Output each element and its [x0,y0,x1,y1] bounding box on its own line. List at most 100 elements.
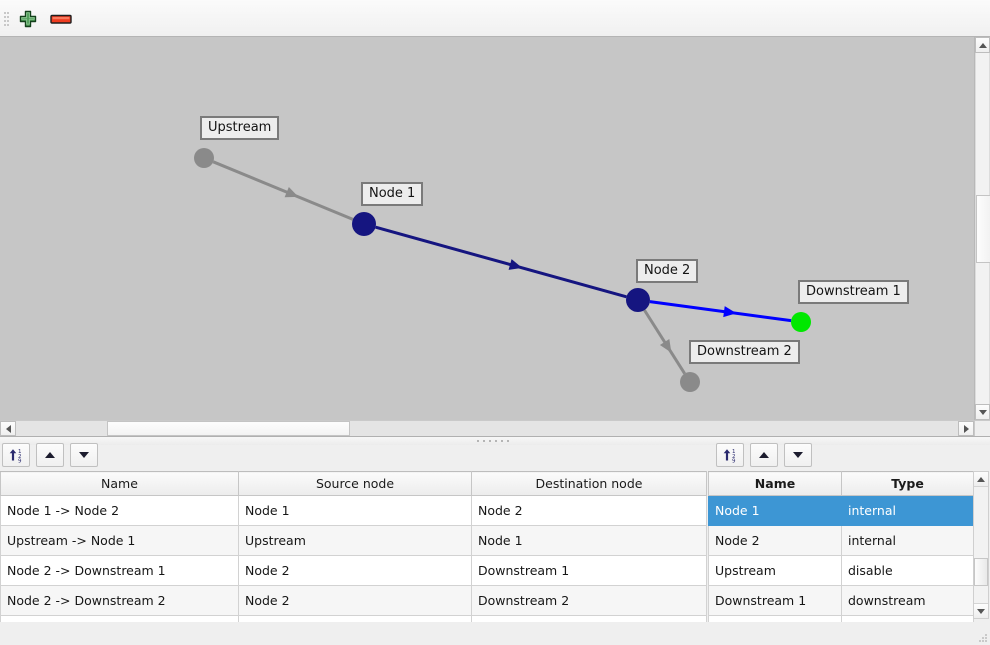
edges-table-column-header-1[interactable]: Source node [238,471,472,496]
nodes-table-cell-0[interactable]: Node 2 [708,525,842,556]
arrowhead-icon-upstream-node1 [284,186,299,198]
arrowhead-icon-node1-node2 [508,259,523,270]
horizontal-splitter[interactable] [0,437,990,445]
red-minus-icon [50,14,72,24]
canvas-vertical-scrollbar[interactable] [974,37,990,420]
resize-grip[interactable] [979,634,988,643]
edges-table-column-header-0[interactable]: Name [0,471,239,496]
nodes-scroll-down-button[interactable] [974,603,988,618]
nodes-table-column-header-1[interactable]: Type [841,471,974,496]
graph-node-label-node2[interactable]: Node 2 [636,259,699,283]
green-plus-icon [19,10,37,28]
graph-edge-node2-downstream2[interactable] [643,309,686,375]
graph-node-label-node1[interactable]: Node 1 [361,182,424,206]
graph-node-downstream2[interactable] [680,372,700,392]
graph-node-node2[interactable] [626,288,650,312]
arrow-down-icon [793,452,803,458]
edges-table-cell-0[interactable]: Node 2 -> Downstream 1 [0,555,239,586]
graph-edge-node2-downstream1[interactable] [649,300,792,323]
nodes-move-up-button[interactable] [750,443,778,467]
status-area [0,622,990,645]
vertical-scroll-thumb[interactable] [976,195,990,263]
nodes-toolbar: 1 2 9 [716,443,818,469]
nodes-scroll-thumb[interactable] [974,558,988,586]
scroll-down-button[interactable] [975,404,990,420]
edges-table-cell-1[interactable]: Node 1 [238,495,472,526]
triangle-down-icon [977,608,985,614]
toolbar-drag-handle[interactable] [4,10,10,28]
graph-node-upstream[interactable] [194,148,214,168]
edges-table-cell-0[interactable]: Upstream -> Node 1 [0,525,239,556]
graph-edge-upstream-node1[interactable] [212,160,354,221]
arrow-down-icon [79,452,89,458]
edges-move-down-button[interactable] [70,443,98,467]
edges-table-column-header-2[interactable]: Destination node [471,471,707,496]
edges-table-cell-2[interactable]: Downstream 1 [471,555,707,586]
nodes-table-cell-0[interactable]: Upstream [708,555,842,586]
scroll-right-button[interactable] [958,421,974,436]
edges-table-cell-1[interactable]: Node 2 [238,555,472,586]
graph-node-label-downstream1[interactable]: Downstream 1 [798,280,909,304]
edges-move-up-button[interactable] [36,443,64,467]
svg-text:1: 1 [732,449,736,455]
svg-text:1: 1 [18,449,22,455]
canvas-horizontal-scrollbar[interactable] [0,420,974,436]
edges-table-cell-0[interactable]: Node 2 -> Downstream 2 [0,585,239,616]
edges-sort-button[interactable]: 1 2 9 [2,443,30,467]
nodes-table-cell-0[interactable]: Node 1 [708,495,842,526]
arrow-up-icon [45,452,55,458]
triangle-up-icon [977,476,985,482]
edges-table-cell-1[interactable]: Upstream [238,525,472,556]
arrow-up-icon [759,452,769,458]
graph-edge-node1-node2[interactable] [375,225,627,299]
edges-table-cell-1[interactable]: Node 2 [238,585,472,616]
edges-table-cell-2[interactable]: Node 1 [471,525,707,556]
graph-node-node1[interactable] [352,212,376,236]
horizontal-scroll-thumb[interactable] [107,421,350,436]
main-toolbar [0,0,990,37]
svg-text:9: 9 [18,459,22,463]
nodes-table-cell-1[interactable]: downstream [841,585,974,616]
edges-table-cell-0[interactable]: Node 1 -> Node 2 [0,495,239,526]
vertical-scroll-track[interactable] [975,53,990,404]
nodes-table-cell-1[interactable]: internal [841,495,974,526]
graph-node-downstream1[interactable] [791,312,811,332]
remove-node-button[interactable] [49,7,73,31]
nodes-table-cell-1[interactable]: internal [841,525,974,556]
triangle-right-icon [963,424,969,433]
add-node-button[interactable] [16,7,40,31]
svg-text:9: 9 [732,459,736,463]
sort-order-icon: 1 2 9 [9,449,22,463]
nodes-table-scrollbar[interactable] [973,471,989,619]
scroll-left-button[interactable] [0,421,16,436]
scroll-up-button[interactable] [975,37,990,53]
graph-node-label-downstream2[interactable]: Downstream 2 [689,340,800,364]
triangle-up-icon [978,42,987,48]
nodes-sort-button[interactable]: 1 2 9 [716,443,744,467]
nodes-table-column-header-0[interactable]: Name [708,471,842,496]
svg-text:2: 2 [18,454,22,460]
edges-table-cell-2[interactable]: Node 2 [471,495,707,526]
edges-table-cell-2[interactable]: Downstream 2 [471,585,707,616]
nodes-table-cell-0[interactable]: Downstream 1 [708,585,842,616]
nodes-table-cell-1[interactable]: disable [841,555,974,586]
nodes-scroll-up-button[interactable] [974,472,988,487]
graph-node-label-upstream[interactable]: Upstream [200,116,280,140]
nodes-move-down-button[interactable] [784,443,812,467]
